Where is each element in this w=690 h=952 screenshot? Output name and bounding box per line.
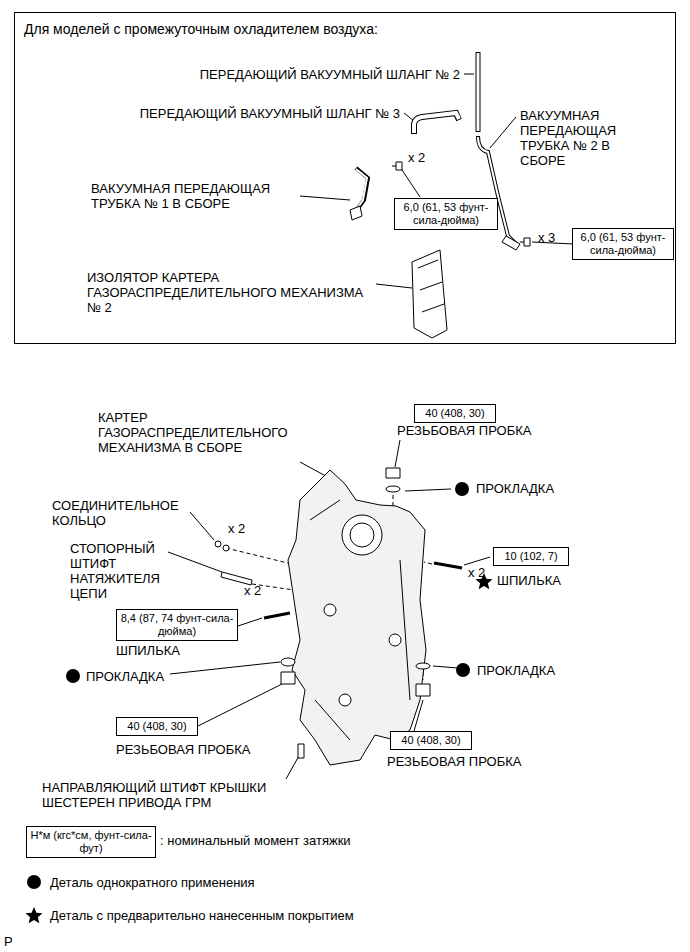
part-name: РЕЗЬБОВАЯ ПРОБКА	[116, 742, 250, 757]
timing-chain-cover	[288, 470, 426, 765]
drawing-stroke	[476, 52, 481, 132]
torque-value: 40 (408, 30)	[120, 720, 194, 733]
drawing-stroke	[190, 512, 214, 540]
drawing-stroke	[168, 552, 222, 572]
drawing-stroke	[455, 482, 469, 496]
drawing-stroke	[424, 562, 432, 564]
drawing-stroke	[26, 907, 43, 923]
torque-value: 8,4 (87, 74 фунт-сила-дюйма)	[120, 612, 234, 638]
symbols	[26, 482, 493, 923]
torque-value: 6,0 (61, 53 фунт-сила-дюйма)	[398, 201, 494, 227]
torque-box: 8,4 (87, 74 фунт-сила-дюйма)	[116, 609, 238, 641]
vacuum-hose-2	[478, 52, 479, 132]
screw-plugs-and-gaskets	[281, 468, 430, 696]
drawing-stroke	[416, 663, 430, 669]
drawing-stroke	[298, 744, 304, 758]
drawing-stroke	[350, 206, 362, 220]
quantity: x 2	[228, 521, 245, 536]
page-mark: P	[4, 934, 13, 949]
drawing-stroke	[456, 663, 470, 677]
part-name: РЕЗЬБОВАЯ ПРОБКА	[387, 754, 521, 769]
drawing-stroke	[170, 662, 280, 674]
drawing-stroke	[414, 113, 459, 134]
part-name: ШПИЛЬКА	[116, 643, 180, 658]
legend-text: Деталь однократного применения	[50, 875, 255, 890]
drawing-stroke	[412, 250, 447, 338]
quantity: x 3	[538, 230, 555, 245]
drawing-stroke	[395, 440, 400, 467]
vacuum-hose-3	[414, 113, 459, 134]
drawing-stroke	[238, 618, 262, 626]
part-name: СТОПОРНЫЙ ШТИФТ НАТЯЖИТЕЛЯ ЦЕПИ	[70, 541, 166, 601]
torque-value: 40 (408, 30)	[394, 734, 468, 747]
torque-value: 6,0 (61, 53 фунт-сила-дюйма)	[576, 231, 670, 257]
torque-box: 6,0 (61, 53 фунт-сила-дюйма)	[572, 228, 674, 260]
part-name: КАРТЕР ГАЗОРАСПРЕДЕЛИТЕЛЬНОГО МЕХАНИЗМА …	[98, 410, 308, 455]
drawing-stroke	[324, 604, 336, 616]
pins-rings-studs	[215, 541, 462, 758]
drawing-stroke	[226, 548, 296, 565]
quantity: x 2	[468, 565, 485, 580]
torque-value: 40 (408, 30)	[418, 407, 492, 420]
part-name: ШПИЛЬКА	[497, 573, 561, 588]
drawing-stroke	[386, 486, 400, 492]
drawing-stroke	[376, 284, 412, 288]
torque-box: 6,0 (61, 53 фунт-сила-дюйма)	[394, 198, 498, 230]
part-name: РЕЗЬБОВАЯ ПРОБКА	[397, 423, 531, 438]
timing-cover-insulator	[412, 250, 447, 338]
torque-box: 40 (408, 30)	[390, 731, 472, 750]
drawing-stroke	[198, 684, 282, 726]
drawing-stroke	[418, 260, 444, 312]
part-name: НАПРАВЛЯЮЩИЙ ШТИФТ КРЫШКИ ШЕСТЕРЕН ПРИВО…	[42, 780, 282, 810]
part-name: ПРОКЛАДКА	[476, 481, 554, 496]
drawing-stroke	[300, 196, 350, 200]
torque-value: Н*м (кгс*см, фунт-сила-фут)	[30, 829, 152, 855]
drawing-stroke	[414, 113, 459, 133]
drawing-stroke	[402, 170, 420, 197]
part-name: ВАКУУМНАЯ ПЕРЕДАЮЩАЯ ТРУБКА № 2 В СБОРЕ	[520, 108, 645, 168]
legend-text: : номинальный момент затяжки	[160, 833, 351, 848]
quantity: x 2	[244, 583, 261, 598]
part-name: ПРОКЛАДКА	[86, 669, 164, 684]
legend-torque-box: Н*м (кгс*см, фунт-сила-фут)	[26, 826, 156, 858]
part-name: ВАКУУМНАЯ ПЕРЕДАЮЩАЯ ТРУБКА № 1 В СБОРЕ	[91, 181, 296, 211]
drawing-stroke	[520, 238, 530, 246]
drawing-stroke	[27, 875, 41, 889]
drawing-stroke	[490, 117, 516, 148]
torque-box: 40 (408, 30)	[116, 717, 198, 736]
drawing-stroke	[464, 557, 490, 565]
drawing-stroke	[350, 523, 374, 547]
drawing-stroke	[66, 669, 80, 683]
frame-heading: Для моделей с промежуточным охладителем …	[24, 21, 378, 37]
drawing-stroke	[281, 658, 295, 666]
drawing-stroke	[281, 672, 295, 684]
part-name: ПЕРЕДАЮЩИЙ ВАКУУМНЫЙ ШЛАНГ № 3	[140, 106, 400, 121]
drawing-stroke	[389, 634, 401, 646]
drawing-stroke	[215, 541, 221, 547]
drawing-stroke	[416, 684, 430, 696]
drawing-stroke	[342, 515, 382, 555]
drawing-stroke	[310, 500, 410, 740]
drawing-stroke	[464, 74, 474, 75]
part-name: ПЕРЕДАЮЩИЙ ВАКУУМНЫЙ ШЛАНГ № 2	[200, 67, 460, 82]
drawing-stroke	[392, 162, 402, 170]
drawing-stroke	[288, 470, 426, 765]
drawing-stroke	[477, 53, 480, 131]
drawing-stroke	[502, 236, 520, 250]
torque-box: 40 (408, 30)	[414, 404, 496, 423]
drawing-stroke	[434, 563, 462, 568]
quantity: x 2	[408, 150, 425, 165]
part-name: ПРОКЛАДКА	[477, 663, 555, 678]
torque-box: 10 (102, 7)	[493, 547, 569, 566]
drawing-stroke	[223, 545, 229, 551]
part-name: СОЕДИНИТЕЛЬНОЕ КОЛЬЦО	[52, 498, 190, 528]
drawing-stroke	[405, 489, 451, 491]
drawing-stroke	[386, 468, 400, 478]
drawing-stroke	[264, 613, 290, 618]
torque-value: 10 (102, 7)	[497, 550, 565, 563]
drawing-stroke	[339, 694, 351, 706]
legend-text: Деталь с предварительно нанесенным покры…	[50, 908, 354, 923]
part-name: ИЗОЛЯТОР КАРТЕРА ГАЗОРАСПРЕДЕЛИТЕЛЬНОГО …	[87, 270, 372, 315]
